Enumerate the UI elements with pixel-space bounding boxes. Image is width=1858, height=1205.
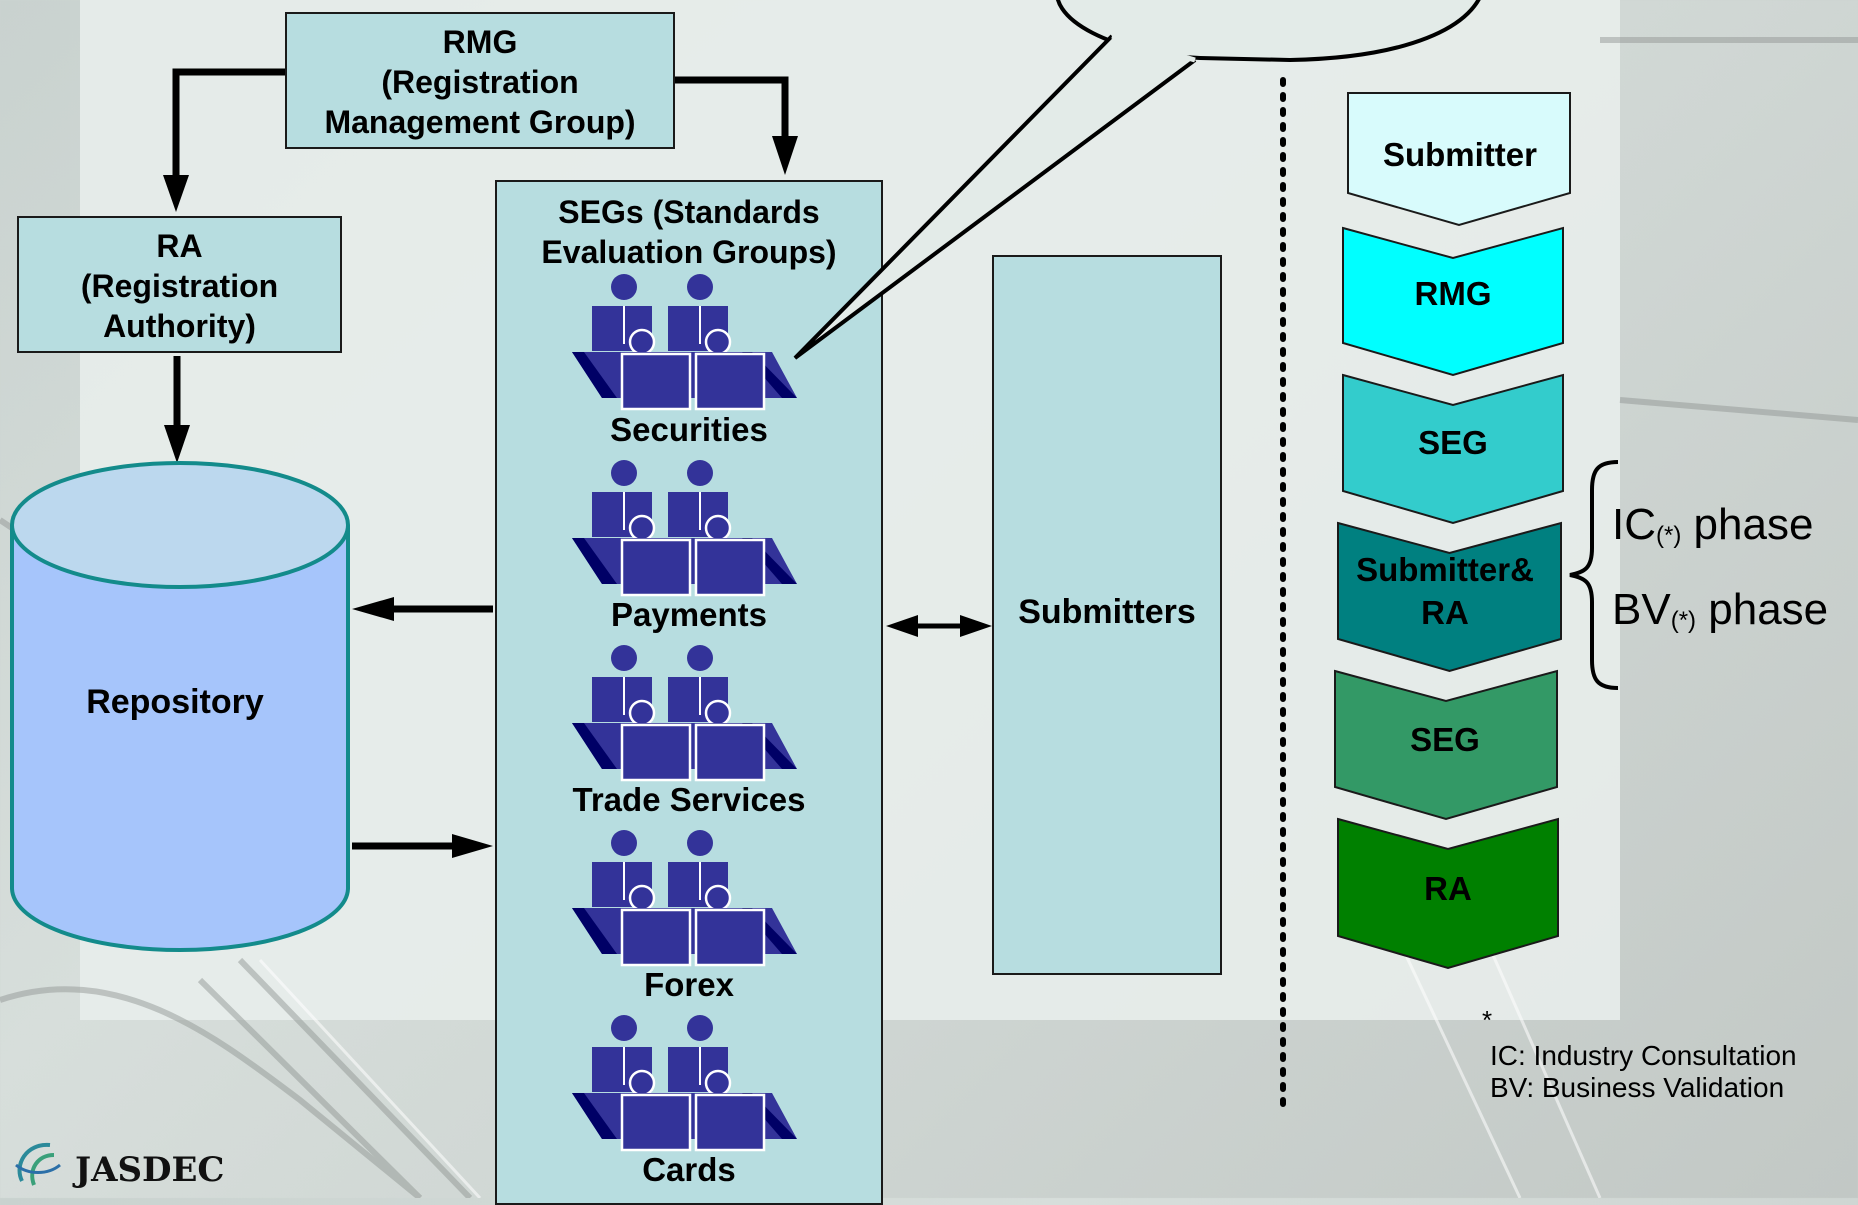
arrow-repository-to-segs xyxy=(352,834,493,858)
flow-step-label: Submitter xyxy=(1382,136,1537,173)
flow-step-chevron xyxy=(1342,226,1564,377)
seg-group-label: Cards xyxy=(642,1151,736,1188)
flow-step-label: Submitter& RA xyxy=(1356,551,1534,631)
ic-phase-label: IC(*) phase xyxy=(1612,500,1814,549)
process-flow xyxy=(1334,92,1571,970)
flow-step-label: RMG xyxy=(1414,275,1492,312)
flow-step-chevron xyxy=(1337,817,1559,970)
bv-phase-label: BV(*) phase xyxy=(1612,585,1829,634)
seg-group-label: Forex xyxy=(644,966,734,1003)
ra-box: RA (Registration Authority) xyxy=(17,216,342,353)
arrow-rmg-to-segs xyxy=(675,76,798,175)
flow-step-label: SEG xyxy=(1418,424,1488,461)
flow-step-label: RA xyxy=(1424,870,1472,907)
repository-cylinder xyxy=(10,461,350,952)
rmg-box: RMG (Registration Management Group) xyxy=(285,12,675,149)
seg-group-label: Payments xyxy=(611,596,767,633)
flow-step-chevron xyxy=(1337,521,1562,673)
seg-group-label: Trade Services xyxy=(572,781,806,818)
arrow-rmg-to-ra xyxy=(163,68,285,212)
repository-label: Repository xyxy=(86,683,264,721)
flow-step-chevron xyxy=(1347,92,1571,227)
footnote-text: IC: Industry Consultation BV: Business V… xyxy=(1490,1040,1797,1103)
arrow-segs-submitters xyxy=(886,615,992,637)
rmg-label: RMG (Registration Management Group) xyxy=(324,24,636,140)
flow-step-label: SEG xyxy=(1410,721,1480,758)
submitters-label: Submitters xyxy=(1018,593,1196,631)
seg-group-label: Securities xyxy=(610,411,768,448)
arrow-ra-to-repository xyxy=(164,356,190,463)
flow-step-chevron xyxy=(1342,373,1564,525)
footnote-marker: * xyxy=(1482,1005,1493,1035)
segs-box: SEGs (Standards Evaluation Groups) Secur… xyxy=(495,180,883,1205)
phase-brace xyxy=(1569,460,1619,690)
submitters-box: Submitters xyxy=(992,255,1222,975)
segs-title: SEGs (Standards Evaluation Groups) xyxy=(541,194,837,270)
arrow-segs-to-repository xyxy=(352,597,493,621)
ra-label: RA (Registration Authority) xyxy=(80,228,279,344)
jasdec-logo-icon xyxy=(15,1142,61,1186)
flow-step-chevron xyxy=(1334,669,1558,821)
callout-bubble xyxy=(793,0,1481,360)
jasdec-logo-text: JASDEC xyxy=(75,1150,225,1190)
